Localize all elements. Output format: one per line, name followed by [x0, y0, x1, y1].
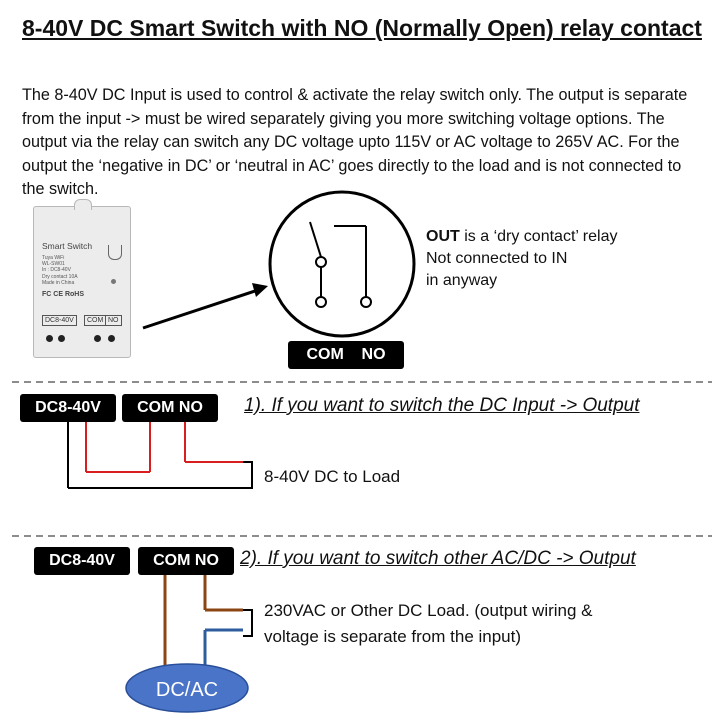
relay-note-line1: is a ‘dry contact’ relay — [459, 228, 618, 245]
device-terminal-hole — [94, 335, 101, 342]
section1-input-box: DC8-40V — [20, 394, 116, 422]
device-spec: Tuya WiFi WL-SW01 In : DC8-40V Dry conta… — [42, 255, 78, 286]
relay-terminal-no: NO — [361, 346, 386, 363]
arrow-head-icon — [252, 283, 268, 297]
section1-heading: 1). If you want to switch the DC Input -… — [244, 395, 640, 416]
load-bracket — [243, 461, 253, 489]
relay-contact-dot — [315, 296, 327, 308]
relay-note-line3: in anyway — [426, 272, 498, 289]
relay-note-line2: Not connected to IN — [426, 250, 568, 267]
dc-ac-source-shape — [125, 663, 249, 713]
relay-contact-dot — [315, 256, 327, 268]
device-terminal-label-dc: DC8-40V — [42, 315, 77, 326]
section2-input-box: DC8-40V — [34, 547, 130, 575]
relay-switch-blade — [309, 221, 322, 258]
device-terminal-hole — [58, 335, 65, 342]
relay-note: OUT is a ‘dry contact’ relay Not connect… — [426, 226, 617, 292]
load-bracket — [243, 609, 253, 637]
relay-note-bold: OUT — [426, 228, 460, 245]
section2-output-box: COM NO — [138, 547, 234, 575]
smart-switch-device: Smart Switch Tuya WiFi WL-SW01 In : DC8-… — [33, 199, 131, 358]
device-terminal-hole — [108, 335, 115, 342]
pointer-arrow — [142, 288, 259, 330]
dc-ac-source-label: DC/AC — [156, 679, 218, 701]
device-terminal-hole — [46, 335, 53, 342]
mounting-tab — [74, 199, 92, 210]
relay-symbol-circle — [268, 190, 416, 338]
section1-output-box: COM NO — [122, 394, 218, 422]
relay-terminal-com: COM — [306, 346, 344, 363]
device-certs: FC CE RoHS — [42, 291, 84, 298]
device-brand: Smart Switch — [42, 241, 93, 251]
section2-load-line2: voltage is separate from the input) — [264, 627, 522, 646]
device-led-icon — [111, 279, 116, 284]
section2-load-line1: 230VAC or Other DC Load. (output wiring … — [264, 601, 593, 620]
section1-load-text: 8-40V DC to Load — [264, 467, 401, 486]
relay-contact-dot — [360, 296, 372, 308]
page-title: 8-40V DC Smart Switch with NO (Normally … — [22, 15, 702, 41]
description-text: The 8-40V DC Input is used to control & … — [22, 86, 688, 199]
device-button-icon — [108, 245, 122, 260]
device-terminal-label-no: NO — [105, 315, 122, 326]
relay-terminal-box: COM NO — [288, 341, 404, 369]
section2-heading: 2). If you want to switch other AC/DC ->… — [240, 548, 636, 569]
